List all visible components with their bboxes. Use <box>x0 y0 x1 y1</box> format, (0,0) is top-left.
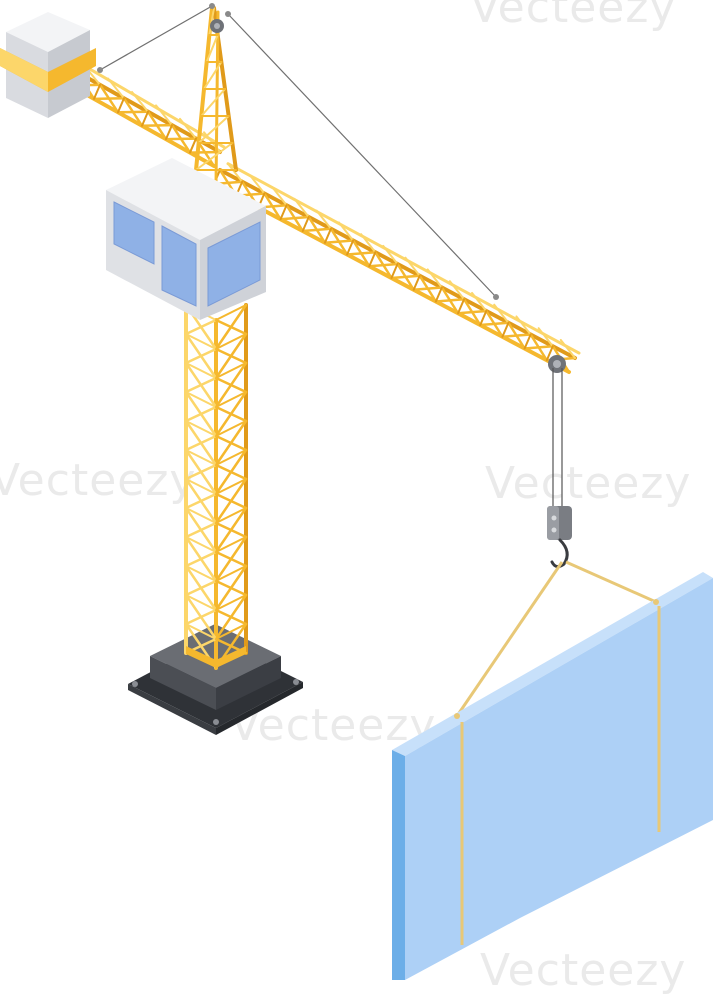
lifting-slings <box>455 560 657 717</box>
trolley-sheave <box>548 355 566 373</box>
crane-mast <box>184 303 248 670</box>
counterweight <box>0 12 96 118</box>
crane-jib <box>212 162 581 374</box>
hook-icon <box>547 506 572 569</box>
tower-top <box>194 6 238 187</box>
hoist-cables <box>552 368 563 512</box>
pendant-cables <box>97 3 499 300</box>
operator-cab <box>106 158 266 320</box>
wall-panel-icon <box>392 572 713 980</box>
